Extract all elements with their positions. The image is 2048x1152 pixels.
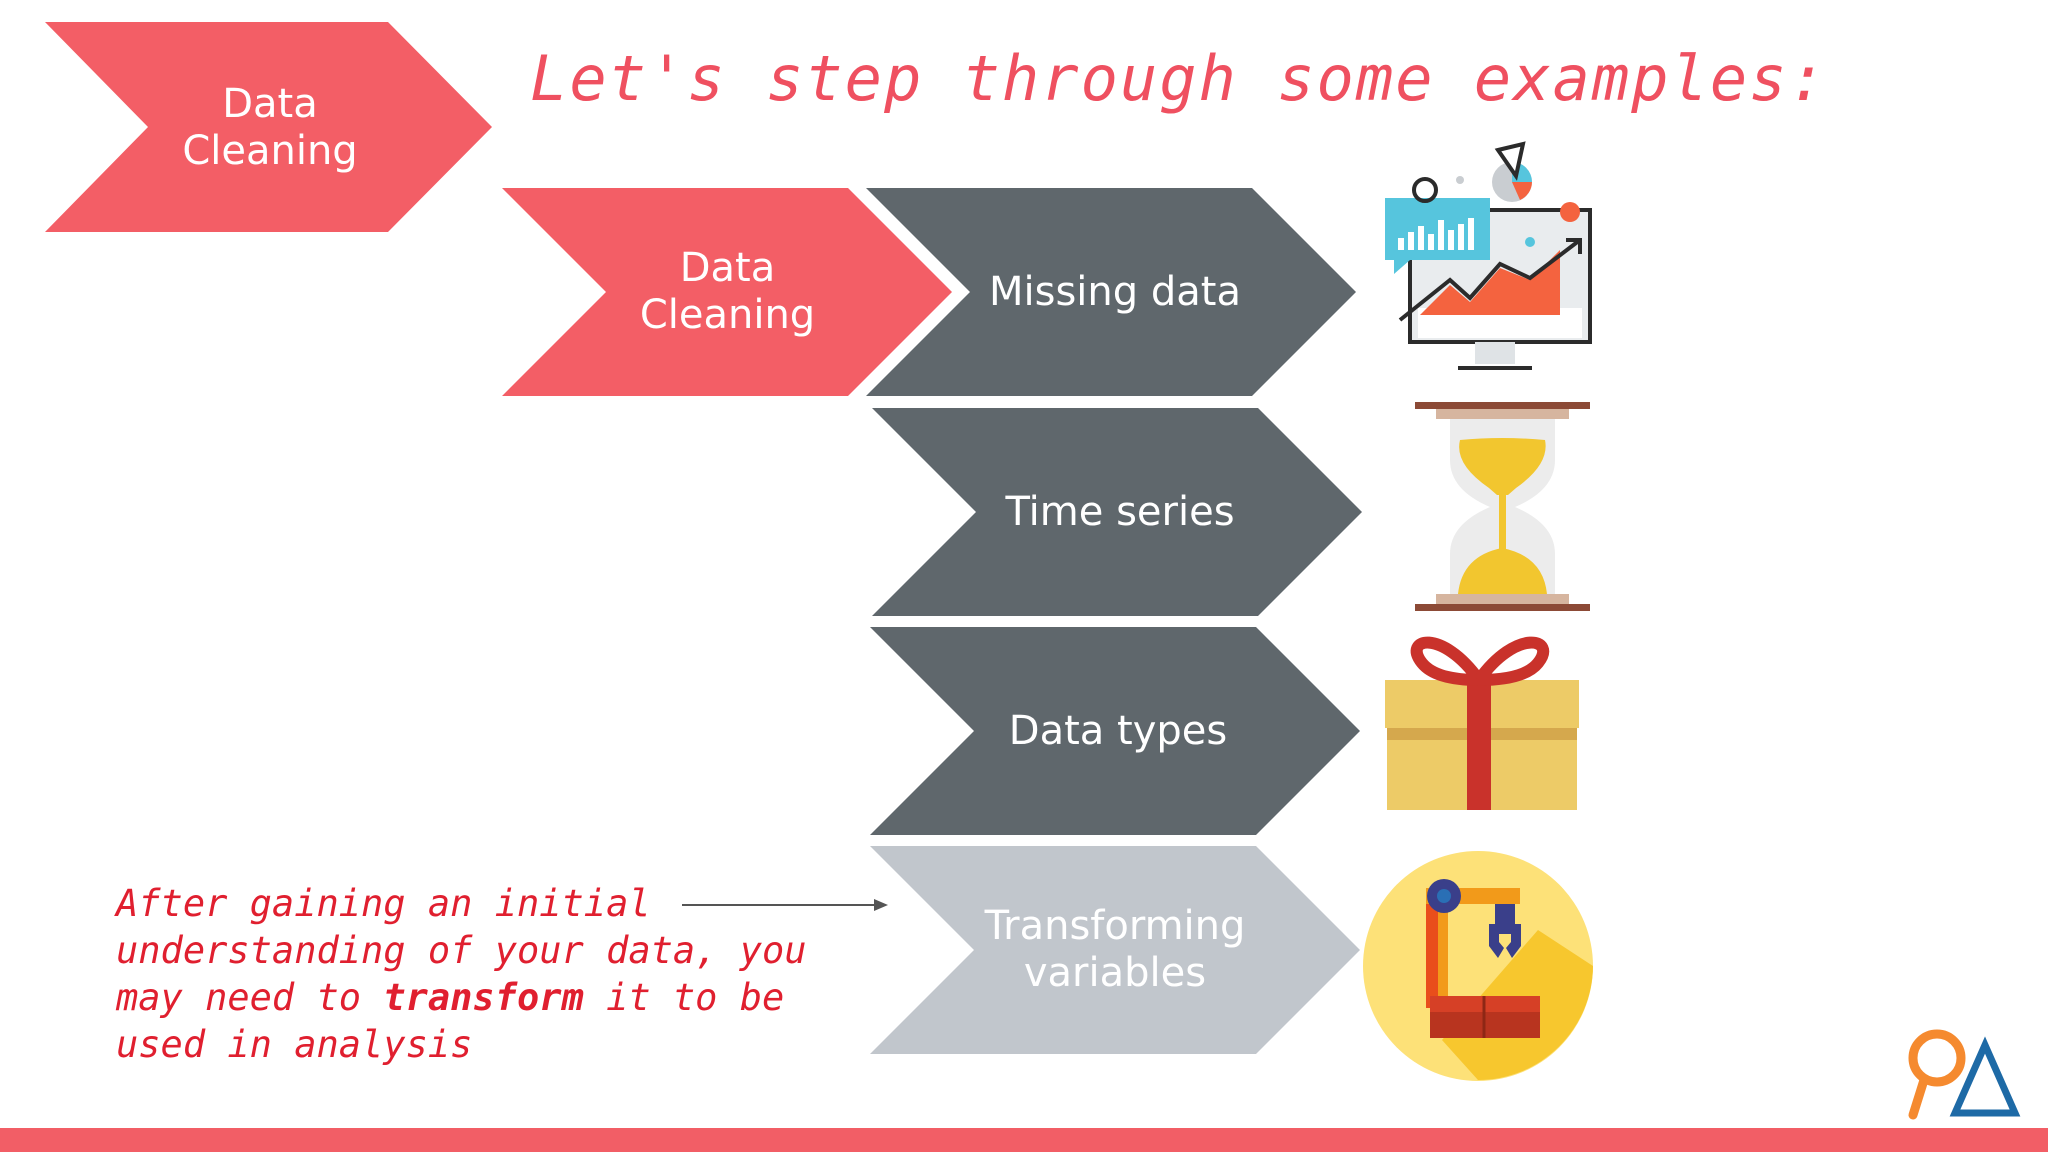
note-text-before: After gaining an initial understanding o… [116, 882, 807, 1019]
footer-bar [0, 1128, 2048, 1152]
magnifier-delta-logo [1908, 1029, 2021, 1120]
header-chevron-label: Data Cleaning [182, 81, 358, 174]
page-title: Let's step through some examples: [530, 42, 1828, 115]
annotation-note: After gaining an initial understanding o… [116, 880, 816, 1068]
hourglass-icon [1415, 402, 1590, 611]
note-text-after: it to be used in analysis [116, 976, 785, 1066]
source-chevron-label: Data Cleaning [639, 245, 816, 338]
chevron-label-missing-data: Missing data [989, 268, 1241, 315]
chevron-label-transforming-variables: Transforming variables [984, 903, 1246, 996]
chevron-label-data-types: Data types [1008, 707, 1228, 754]
robot-arm-icon [1363, 851, 1593, 1081]
chevron-label-time-series: Time series [1005, 488, 1235, 535]
gift-box-icon [1385, 636, 1579, 810]
header-chevron [45, 22, 492, 232]
analytics-monitor-icon [1385, 141, 1592, 370]
note-emphasis: transform [383, 976, 584, 1019]
